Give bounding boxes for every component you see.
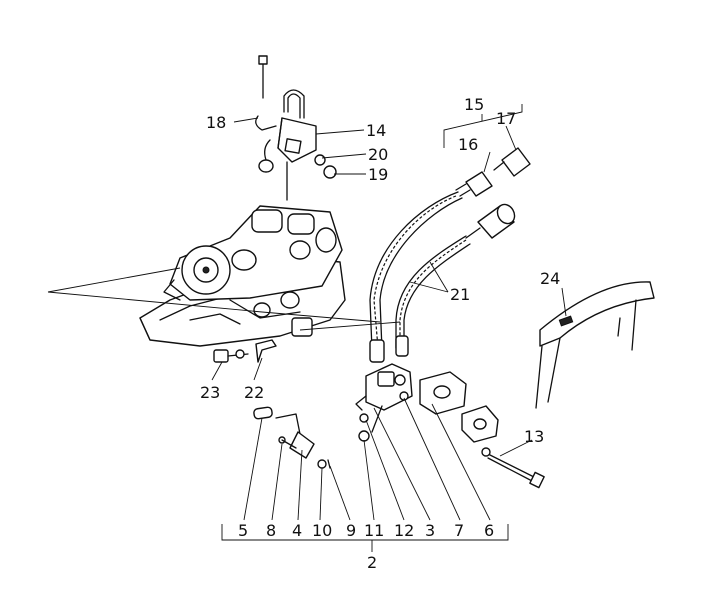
callout-17: 17 [496,109,516,128]
coupler-lower [465,203,516,239]
bracket-22 [253,339,277,381]
bolt-23 [211,349,249,381]
bracket-assembly [255,55,337,201]
callout-21: 21 [450,285,470,304]
callout-11: 11 [364,521,384,540]
callout-3: 3 [425,521,435,540]
callout-19: 19 [368,165,388,184]
callout-15: 15 [464,95,484,114]
callout-labels: 18 14 20 19 15 16 17 21 24 23 22 13 5 8 … [200,95,560,572]
callout-20: 20 [368,145,388,164]
callout-14: 14 [366,121,386,140]
callout-23: 23 [200,383,220,402]
callout-4: 4 [292,521,302,540]
group-bracket-2 [221,524,509,552]
callout-9: 9 [346,521,356,540]
callout-8: 8 [266,521,276,540]
lever-parts [253,406,331,469]
hoses-21 [369,191,471,363]
valve-assembly [355,363,499,443]
fender-24 [535,281,655,409]
callout-13: 13 [524,427,544,446]
group-bracket-15 [443,104,523,148]
callout-7: 7 [454,521,464,540]
callout-24: 24 [540,269,560,288]
bolt-13 [481,447,545,489]
leader-lines [233,117,567,521]
callout-16: 16 [458,135,478,154]
coupler-16 [455,171,493,197]
callout-22: 22 [244,383,264,402]
callout-12: 12 [394,521,414,540]
engine-block [139,205,346,347]
callout-2: 2 [367,553,377,572]
callout-18: 18 [206,113,226,132]
callout-10: 10 [312,521,332,540]
coupler-17 [493,147,531,177]
callout-5: 5 [238,521,248,540]
callout-6: 6 [484,521,494,540]
